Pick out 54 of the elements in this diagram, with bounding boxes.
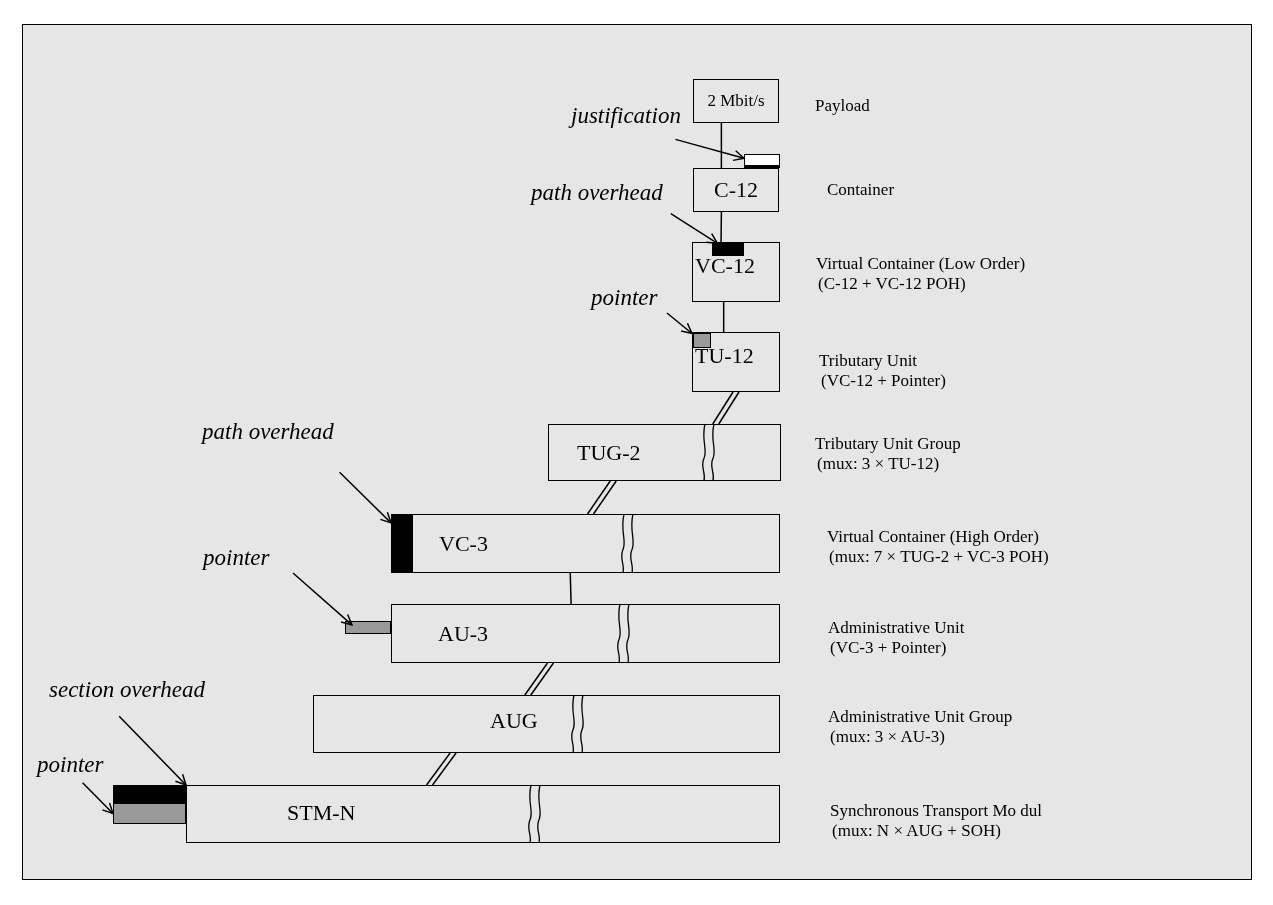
unit-box [186, 785, 780, 843]
overhead-block [113, 785, 186, 803]
level-caption: Tributary Unit Group (mux: 3 × TU-12) [815, 434, 961, 475]
unit-box [692, 332, 780, 392]
level-caption: Administrative Unit (VC-3 + Pointer) [828, 618, 965, 659]
level-caption: Synchronous Transport Mo dul (mux: N × AUG + SOH) [830, 801, 1043, 842]
justification-block [744, 154, 780, 168]
unit-label: VC-3 [439, 530, 488, 557]
double-slash-connector [425, 752, 457, 786]
unit-label: VC-12 [695, 253, 755, 279]
unit-box [692, 242, 780, 302]
leader-arrow [118, 715, 187, 786]
unit-label: STM-N [287, 800, 356, 826]
unit-label: AU-3 [438, 620, 489, 647]
callout-text: pointer [591, 285, 671, 313]
unit-box [693, 168, 779, 212]
pointer-block [345, 621, 391, 634]
unit-label: C-12 [714, 177, 758, 203]
unit-box [412, 514, 780, 573]
unit-box [548, 424, 781, 481]
level-caption: Virtual Container (High Order) (mux: 7 × TUG-2 + VC-3 POH) [827, 527, 1049, 568]
double-slash-connector [586, 480, 617, 515]
connector-line [720, 211, 723, 243]
double-slash-connector [524, 662, 555, 696]
unit-label: TUG-2 [577, 439, 641, 466]
callout-text: path overhead [202, 419, 374, 447]
unit-label: TU-12 [695, 343, 754, 369]
leader-arrow [81, 782, 114, 815]
leader-arrow [338, 471, 392, 524]
unit-box [313, 695, 780, 753]
unit-box [693, 79, 779, 123]
connector-line [720, 122, 723, 169]
level-caption: Administrative Unit Group (mux: 3 × AU-3) [828, 707, 1013, 748]
pointer-block [693, 333, 711, 348]
unit-label: AUG [490, 708, 538, 734]
callout-text: path overhead [531, 180, 683, 208]
callout-text: pointer [37, 752, 113, 780]
connector-line [722, 301, 725, 333]
overhead-block [391, 514, 413, 573]
connector-line [569, 572, 572, 605]
overhead-block [712, 243, 744, 256]
pointer-block [113, 803, 186, 824]
level-caption: Tributary Unit (VC-12 + Pointer) [819, 351, 946, 392]
unit-box [391, 604, 780, 663]
leader-arrow [674, 138, 745, 162]
level-caption: Virtual Container (Low Order) (C-12 + VC-12 POH) [816, 254, 1026, 295]
callout-text: section overhead [49, 677, 205, 705]
level-caption: Container [827, 180, 895, 201]
level-caption: Payload [815, 96, 870, 117]
leader-arrow [666, 312, 693, 335]
leader-arrow [292, 572, 353, 626]
unit-label: 2 Mbit/s [707, 91, 765, 111]
double-slash-connector [712, 391, 740, 425]
callout-text: pointer [203, 545, 293, 573]
